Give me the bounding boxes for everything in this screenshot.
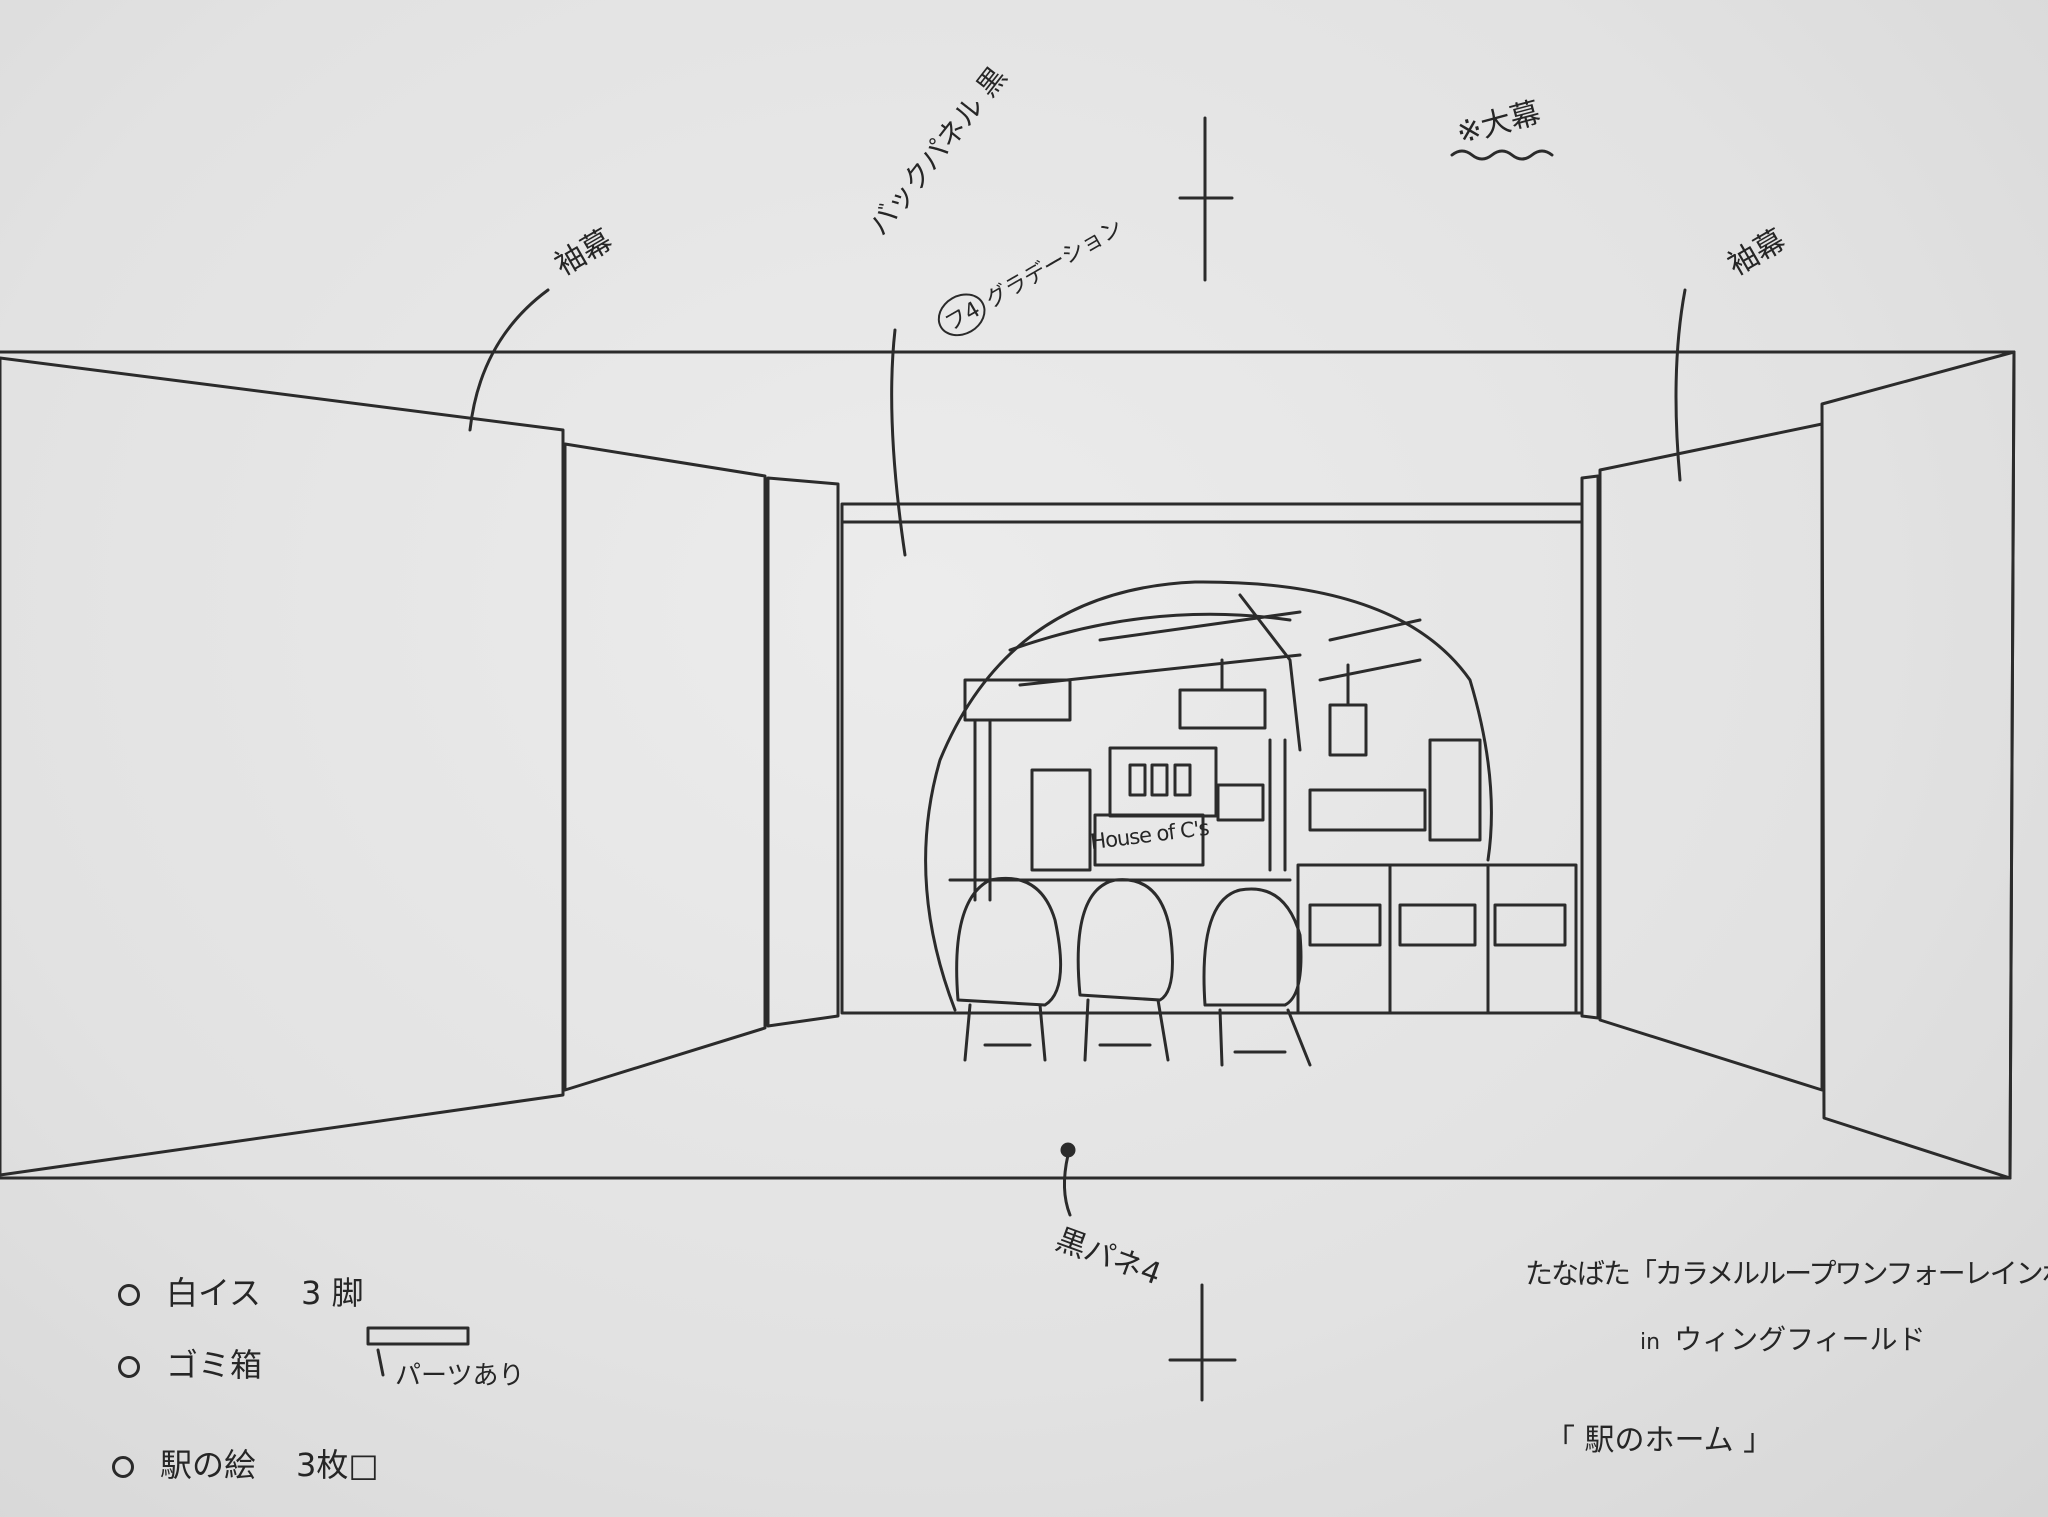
bullet-icon bbox=[118, 1284, 140, 1306]
chair-2 bbox=[1076, 878, 1174, 1062]
center-mark-bottom bbox=[1168, 1283, 1237, 1402]
props-item-name: 白イス bbox=[166, 1274, 262, 1312]
leader-back bbox=[890, 328, 907, 557]
left-wing-panels bbox=[0, 356, 840, 1177]
props-item-name: ゴミ箱 bbox=[166, 1346, 263, 1384]
center-mark-top bbox=[1178, 116, 1234, 282]
title-venue-line: in ウィングフィールド bbox=[1640, 1318, 1926, 1358]
props-item-trash: ゴミ箱 bbox=[118, 1340, 262, 1386]
chair-1 bbox=[955, 876, 1063, 1062]
back-panel bbox=[840, 502, 1584, 1015]
props-item-detail: 3枚□ bbox=[296, 1446, 379, 1484]
title-production: たなばた「カラメルループワンフォーレインボー」 bbox=[1525, 1257, 2048, 1290]
leader-floor bbox=[1063, 1153, 1072, 1217]
props-item-name: 駅の絵 bbox=[160, 1446, 257, 1484]
props-item-station-picture: 駅の絵 3枚□ bbox=[112, 1440, 379, 1486]
props-item-chairs: 白イス 3 脚 bbox=[118, 1268, 364, 1314]
title-scene: 「 駅のホーム 」 bbox=[1545, 1423, 1774, 1458]
title-venue-in: in bbox=[1640, 1330, 1661, 1355]
trash-note: パーツあり bbox=[395, 1361, 525, 1391]
station-oval bbox=[924, 580, 1578, 1067]
right-wing-panels bbox=[1580, 350, 2016, 1180]
chair-3 bbox=[1202, 887, 1312, 1067]
leader-right bbox=[1674, 288, 1687, 482]
leader-left bbox=[468, 288, 550, 432]
props-item-detail: 3 脚 bbox=[301, 1274, 364, 1312]
bullet-icon bbox=[112, 1456, 134, 1478]
title-venue: ウィングフィールド bbox=[1674, 1323, 1926, 1356]
bullet-icon bbox=[118, 1356, 140, 1378]
